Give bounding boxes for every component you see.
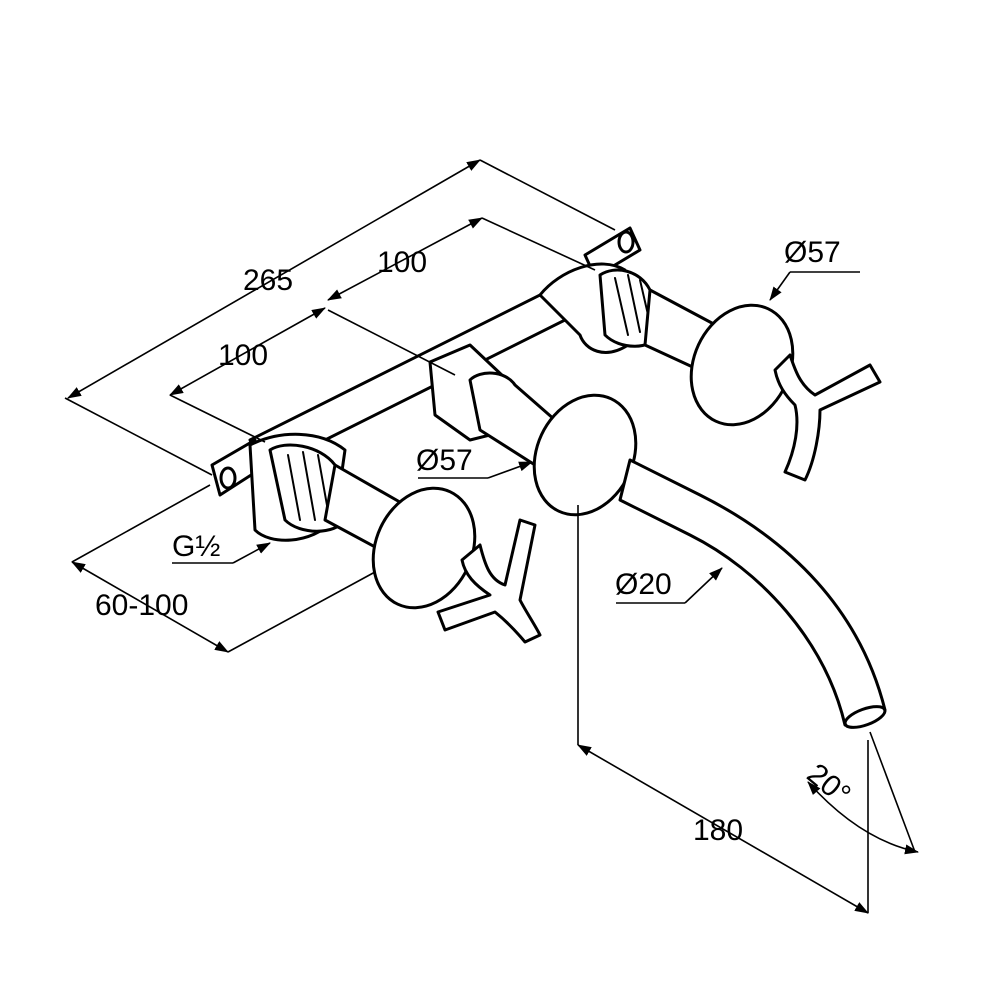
label-spout-projection: 180 [693, 814, 743, 847]
center-spout [468, 371, 887, 729]
label-spacing-lower: 100 [218, 339, 268, 372]
right-valve [598, 268, 882, 482]
dimension-lines [64, 159, 919, 914]
label-depth-range: 60-100 [95, 589, 188, 622]
label-spout-diameter: Ø20 [615, 568, 672, 601]
label-rosette-diameter-right: Ø57 [784, 236, 841, 269]
left-valve [268, 443, 542, 644]
label-thread: G½ [172, 530, 220, 563]
label-total-length: 265 [243, 264, 293, 297]
left-cross-handle [436, 518, 542, 644]
label-spout-angle: 20° [801, 757, 857, 811]
right-cross-handle [773, 353, 882, 482]
label-rosette-diameter-center: Ø57 [416, 444, 473, 477]
label-spacing-upper: 100 [377, 246, 427, 279]
